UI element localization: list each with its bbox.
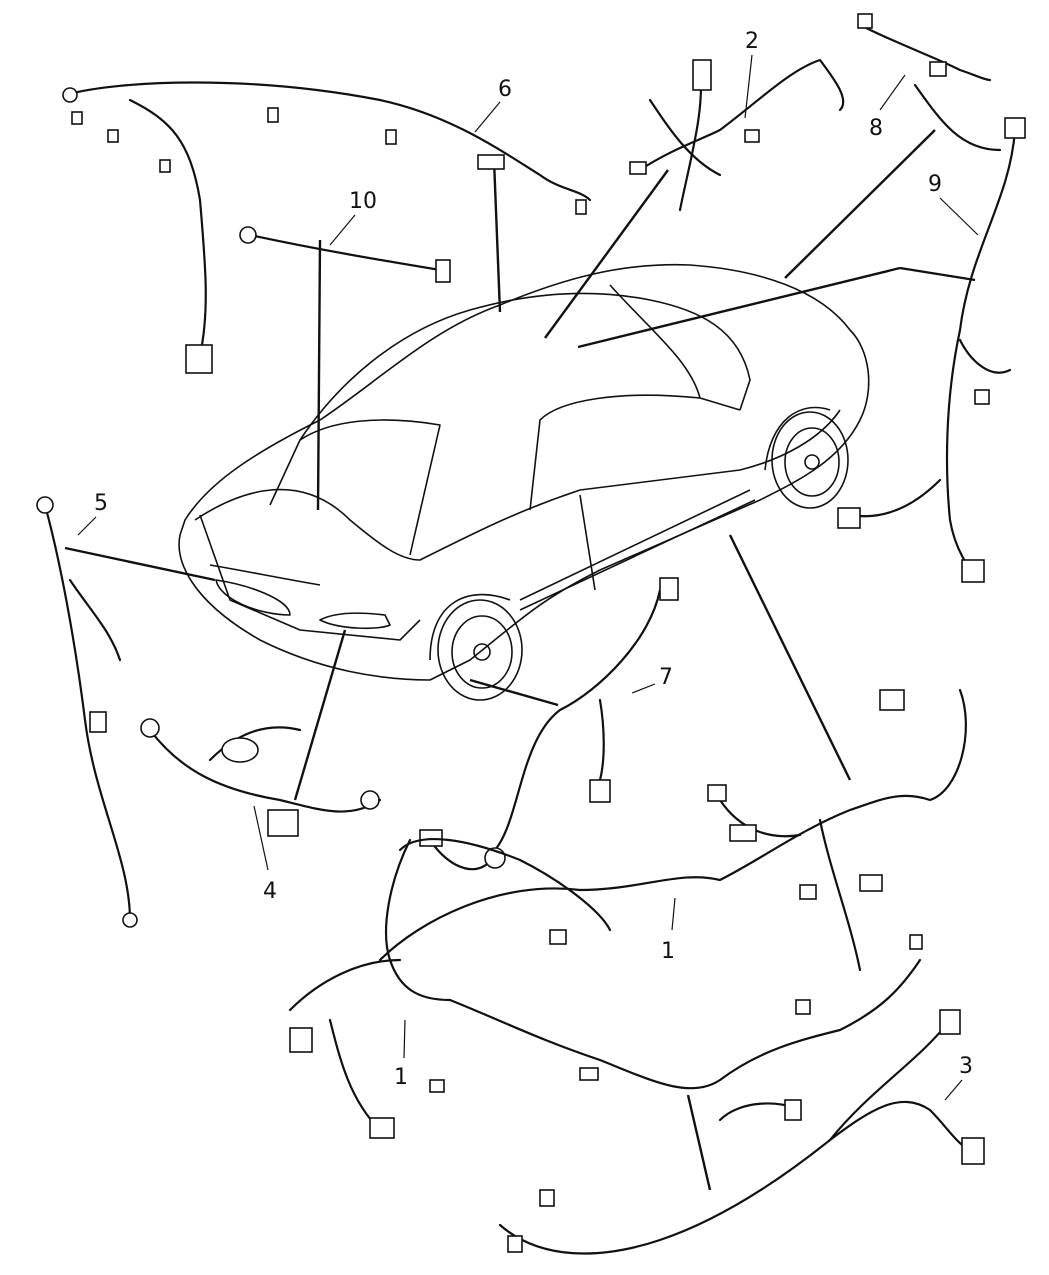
callout-label-8: 8 xyxy=(869,116,883,141)
wire-harness-5 xyxy=(36,496,138,928)
wire-harness-2 xyxy=(629,58,845,212)
leader-lines xyxy=(64,129,976,1191)
callout-label-2: 2 xyxy=(745,29,759,54)
callout-label-1: 1 xyxy=(394,1065,408,1090)
wire-harness-7 xyxy=(419,577,679,871)
wire-harness-1 xyxy=(288,688,967,1139)
wire-harness-8 xyxy=(857,13,1002,152)
callout-label-6: 6 xyxy=(498,77,512,102)
callout-label-9: 9 xyxy=(928,172,942,197)
wire-harness-4 xyxy=(140,718,382,837)
wire-harness-10 xyxy=(239,226,451,283)
wire-harness-3 xyxy=(498,1009,985,1255)
callout-label-10: 10 xyxy=(349,189,377,214)
callout-label-5: 5 xyxy=(94,491,108,516)
car-convertible-outline xyxy=(178,263,870,701)
wire-harness-9 xyxy=(837,117,1026,583)
callout-label-7: 7 xyxy=(659,665,673,690)
callout-pointers xyxy=(77,54,979,1101)
callout-label-4: 4 xyxy=(263,879,277,904)
wire-harness-6 xyxy=(62,81,592,374)
callout-label-3: 3 xyxy=(959,1054,973,1079)
callout-label-1: 1 xyxy=(661,939,675,964)
